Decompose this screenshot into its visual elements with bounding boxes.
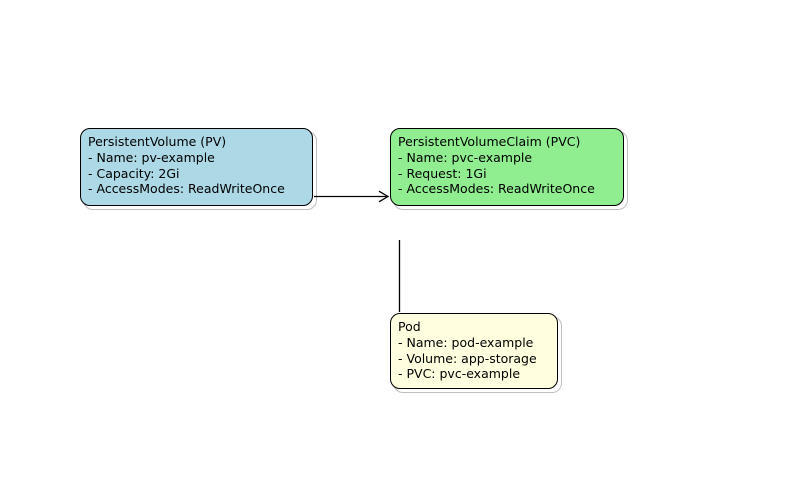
- node-title: PersistentVolume (PV): [88, 134, 227, 149]
- node-detail-accessmodes: - AccessModes: ReadWriteOnce: [398, 181, 595, 197]
- node-detail-accessmodes: - AccessModes: ReadWriteOnce: [88, 181, 285, 197]
- node-title: PersistentVolumeClaim (PVC): [398, 134, 581, 149]
- edge-pv-to-pvc-arrowhead: [378, 190, 390, 203]
- node-detail-name: - Name: pvc-example: [398, 149, 533, 165]
- node-persistent-volume-claim: PersistentVolumeClaim (PVC) - Name: pvc-…: [390, 128, 628, 210]
- node-detail-volume: - Volume: app-storage: [398, 350, 537, 366]
- node-detail-name: - Name: pv-example: [88, 149, 215, 165]
- node-detail-name: - Name: pod-example: [398, 334, 534, 350]
- node-detail-request: - Request: 1Gi: [398, 165, 487, 181]
- node-persistent-volume: PersistentVolume (PV) - Name: pv-example…: [80, 128, 317, 210]
- node-detail-pvc: - PVC: pvc-example: [398, 366, 521, 382]
- node-pod: Pod - Name: pod-example - Volume: app-st…: [390, 313, 562, 393]
- node-detail-capacity: - Capacity: 2Gi: [88, 165, 180, 181]
- node-title: Pod: [398, 319, 421, 334]
